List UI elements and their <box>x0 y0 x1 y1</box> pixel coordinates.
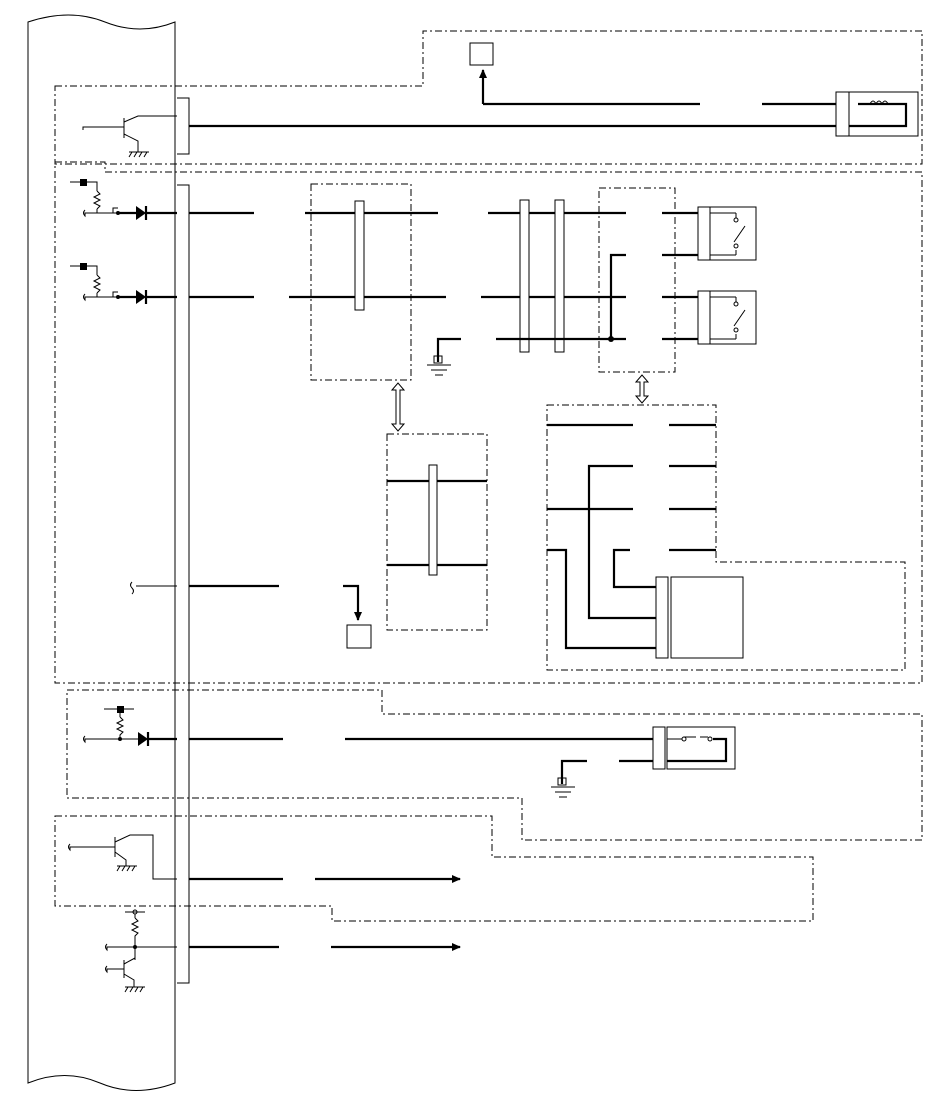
output-circuit-2 <box>105 909 461 993</box>
circuit-relay-coil <box>82 42 919 158</box>
enclosure-lamp <box>66 689 923 841</box>
enclosure-module-d <box>546 404 906 671</box>
diode-inputs <box>70 179 177 304</box>
enclosure-module-a <box>310 183 412 381</box>
enclosure-output-1 <box>54 815 814 922</box>
terminal-box-top <box>469 42 494 66</box>
circuit-enclosures <box>54 30 923 922</box>
enclosure-module-b <box>598 187 676 373</box>
enclosure-main <box>54 161 923 684</box>
connectors <box>177 97 190 984</box>
enclosure-top <box>54 30 923 165</box>
control-unit <box>27 14 176 1091</box>
module-c-wiring <box>130 464 487 649</box>
lamp-circuit <box>83 706 736 798</box>
output-circuit-1 <box>68 834 461 883</box>
main-wiring <box>189 199 626 376</box>
terminal-box-middle <box>346 624 372 649</box>
relay-switches <box>662 206 757 345</box>
module-d-wiring <box>547 423 744 659</box>
module-links <box>390 374 650 432</box>
enclosure-module-c <box>386 433 488 631</box>
